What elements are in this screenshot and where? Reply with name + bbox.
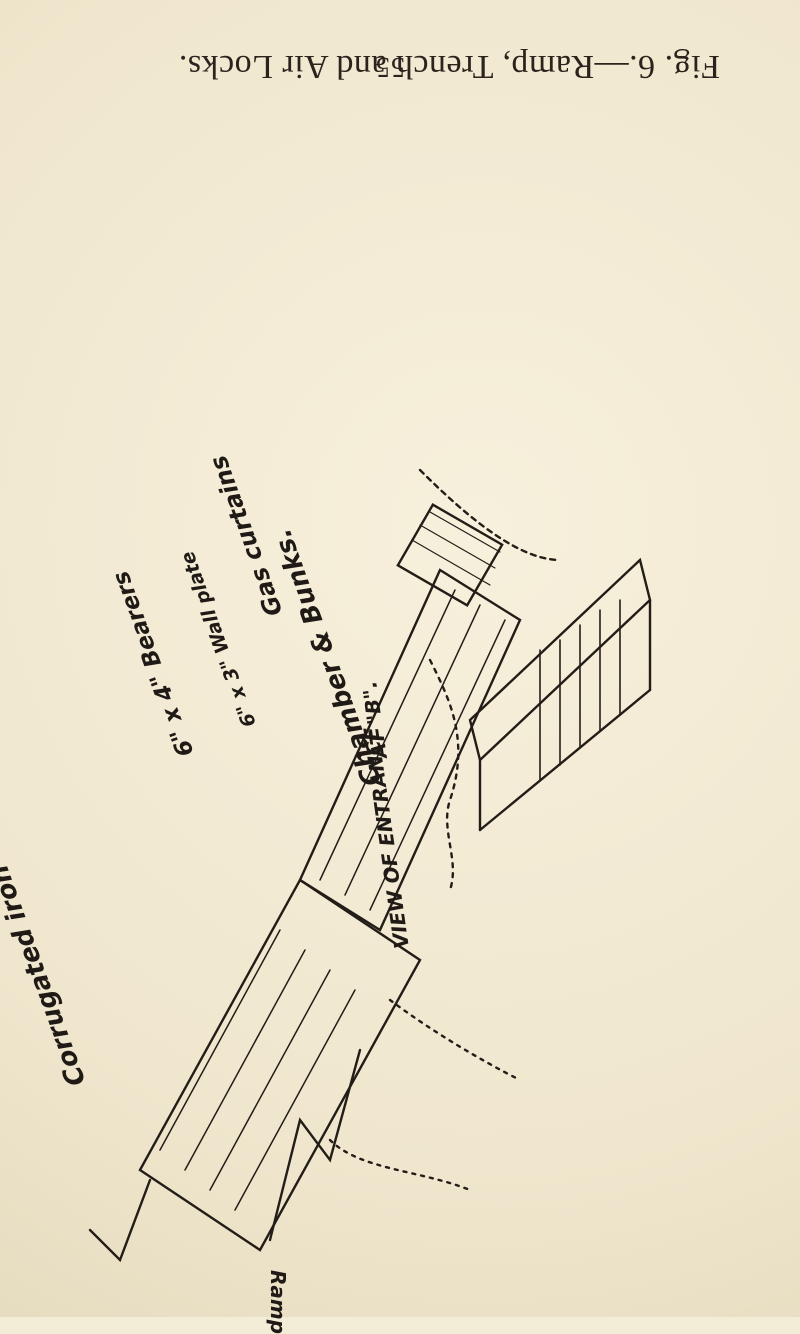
- entrance-sketch: [418, 468, 652, 892]
- ramp-diagram: [88, 503, 522, 1263]
- label-ramp: Ramp: [266, 1270, 290, 1334]
